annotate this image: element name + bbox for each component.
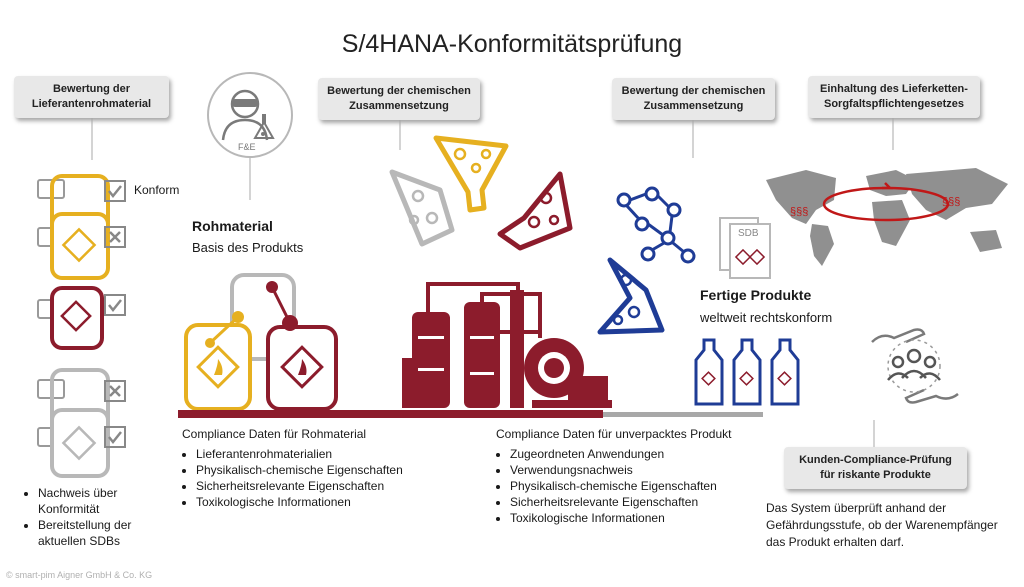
list-item: Physikalisch-chemische Eigenschaften <box>196 462 436 478</box>
barrel-stack-left <box>37 174 110 478</box>
compliance-raw-heading: Compliance Daten für Rohmaterial <box>182 427 367 441</box>
refinery-icon <box>402 282 612 408</box>
callout-chem-rating-1: Bewertung der chemischen Zusammensetzung <box>318 78 480 120</box>
copyright-text: © smart-pim Aigner GmbH & Co. KG <box>6 570 153 580</box>
flask-maroon-icon <box>497 171 573 251</box>
flask-gold-icon <box>433 135 509 213</box>
list-item: Toxikologische Informationen <box>196 494 436 510</box>
sdb-document-icon <box>719 217 771 279</box>
raw-material-title: Rohmaterial <box>192 218 273 234</box>
callout-customer-check: Kunden-Compliance-Prüfung für riskante P… <box>784 447 967 489</box>
researcher-icon <box>207 72 293 158</box>
rd-badge-text: F&E <box>238 142 256 152</box>
bottles-icon <box>694 338 800 406</box>
check-icon <box>104 294 126 316</box>
list-item: Sicherheitsrelevante Eigenschaften <box>196 478 436 494</box>
molecule-icon <box>616 186 696 264</box>
finished-products-subtitle: weltweit rechtskonform <box>700 310 833 325</box>
sdb-label: SDB <box>738 228 759 239</box>
list-item: Lieferantenrohmaterialien <box>196 446 436 462</box>
compliance-product-heading: Compliance Daten für unverpacktes Produk… <box>496 427 732 441</box>
check-icon <box>104 180 126 202</box>
list-item: Toxikologische Informationen <box>510 510 750 526</box>
check-icon <box>104 426 126 448</box>
compliance-product-list: Zugeordneten Anwendungen Verwendungsnach… <box>496 446 750 526</box>
compliance-raw-list: Lieferantenrohmaterialien Physikalisch-c… <box>182 446 436 510</box>
konform-label: Konform <box>134 183 180 197</box>
paragraph-right-label: §§§ <box>942 196 961 208</box>
raw-material-barrels <box>184 273 338 411</box>
cross-icon <box>104 380 126 402</box>
list-item: Zugeordneten Anwendungen <box>510 446 750 462</box>
cross-icon <box>104 226 126 248</box>
paragraph-left-label: §§§ <box>790 206 809 218</box>
flask-blue-icon <box>597 257 665 335</box>
list-item: Physikalisch-chemische Eigenschaften <box>510 478 750 494</box>
list-item: Sicherheitsrelevante Eigenschaften <box>510 494 750 510</box>
finished-products-title: Fertige Produkte <box>700 287 812 303</box>
world-map-icon <box>766 168 1008 266</box>
callout-chem-rating-2: Bewertung der chemischen Zusammensetzung <box>612 78 775 120</box>
raw-material-subtitle: Basis des Produkts <box>192 240 304 255</box>
list-item: Nachweis über Konformität <box>38 485 158 517</box>
system-description: Das System überprüft anhand der Gefährdu… <box>766 501 998 549</box>
list-item: Verwendungsnachweis <box>510 462 750 478</box>
callout-supply-chain: Einhaltung des Lieferketten- Sorgfaltspf… <box>808 76 980 118</box>
list-item: Bereitstellung der aktuellen SDBs <box>38 517 158 549</box>
left-list: Nachweis über Konformität Bereitstellung… <box>24 485 158 549</box>
process-baseline <box>178 410 603 418</box>
callout-supplier-rating: Bewertung der Lieferantenrohmaterial <box>14 76 169 118</box>
customer-group-icon <box>871 328 959 404</box>
page-title: S/4HANA-Konformitätsprüfung <box>341 30 683 58</box>
process-baseline-gray <box>603 412 763 417</box>
flask-gray-icon <box>389 169 455 247</box>
